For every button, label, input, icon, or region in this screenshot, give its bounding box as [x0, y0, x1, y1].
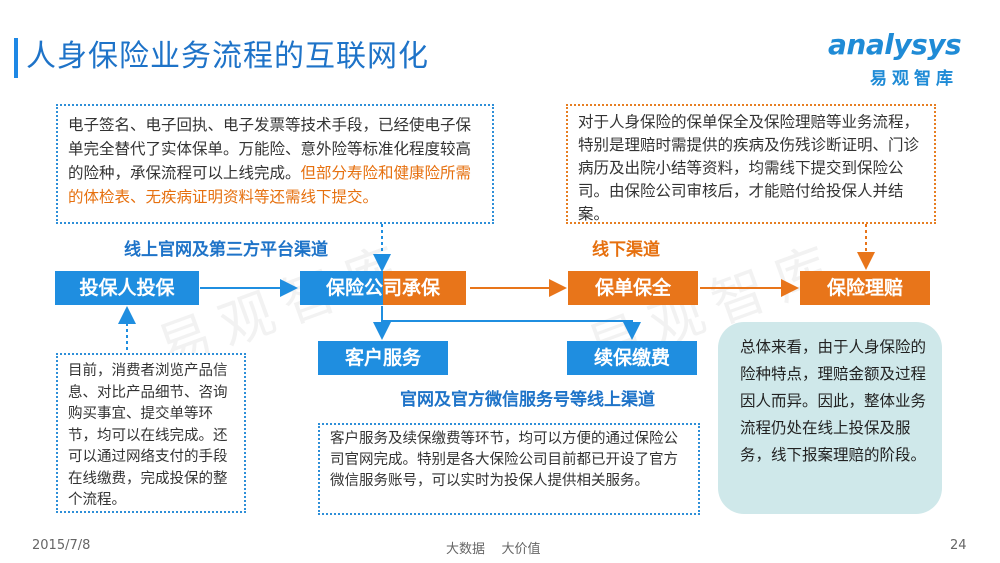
note-offline-highlight: 但部分寿险和健康险所需的体检表、无疾病证明资料等还需线下提交。 — [68, 164, 472, 206]
page-title: 人身保险业务流程的互联网化 — [26, 39, 429, 74]
channel-official: 官网及官方微信服务号等线上渠道 — [400, 390, 655, 410]
box-apply: 投保人投保 — [55, 271, 199, 305]
note-offline-claims-text: 对于人身保险的保单保全及保险理赔等业务流程，特别是理赔时需提供的疾病及伤残诊断证… — [578, 113, 920, 223]
footer-date: 2015/7/8 — [32, 538, 91, 553]
note-online-purchase-text: 目前，消费者浏览产品信息、对比产品细节、咨询购买事宜、提交单等环节，均可以在线完… — [68, 363, 228, 508]
note-offline-claims: 对于人身保险的保单保全及保险理赔等业务流程，特别是理赔时需提供的疾病及伤残诊断证… — [566, 104, 936, 224]
note-online-service-text: 客户服务及续保缴费等环节，均可以方便的通过保险公司官网完成。特别是各大保险公司目… — [330, 431, 678, 489]
note-online-text: 电子签名、电子回执、电子发票等技术手段，已经使电子保单完全替代了实体保单。万能险… — [68, 116, 472, 182]
summary-bubble: 总体来看，由于人身保险的险种特点，理赔金额及过程因人而异。因此，整体业务流程仍处… — [718, 322, 942, 514]
title-accent-bar — [14, 38, 18, 78]
page-number: 24 — [950, 538, 967, 553]
note-online-service: 客户服务及续保缴费等环节，均可以方便的通过保险公司官网完成。特别是各大保险公司目… — [318, 423, 700, 515]
box-preserve: 保单保全 — [568, 271, 698, 305]
analysys-logo: analysys 易观智库 — [828, 28, 978, 89]
box-underwrite: 保险公司承保 — [300, 271, 466, 305]
box-claim: 保险理赔 — [800, 271, 930, 305]
box-customer-service: 客户服务 — [318, 341, 448, 375]
summary-text: 总体来看，由于人身保险的险种特点，理赔金额及过程因人而异。因此，整体业务流程仍处… — [740, 338, 927, 464]
box-renewal-payment: 续保缴费 — [567, 341, 697, 375]
note-online-purchase: 目前，消费者浏览产品信息、对比产品细节、咨询购买事宜、提交单等环节，均可以在线完… — [56, 353, 246, 513]
arrow-underwrite-to-renew — [382, 320, 641, 340]
note-online-underwriting: 电子签名、电子回执、电子发票等技术手段，已经使电子保单完全替代了实体保单。万能险… — [56, 104, 494, 224]
channel-online: 线上官网及第三方平台渠道 — [124, 240, 328, 260]
channel-offline: 线下渠道 — [592, 240, 660, 260]
logo-wordmark: analysys — [828, 28, 962, 61]
footer-slogan: 大数据 大价值 — [446, 542, 541, 557]
logo-subtitle: 易观智库 — [870, 69, 958, 89]
